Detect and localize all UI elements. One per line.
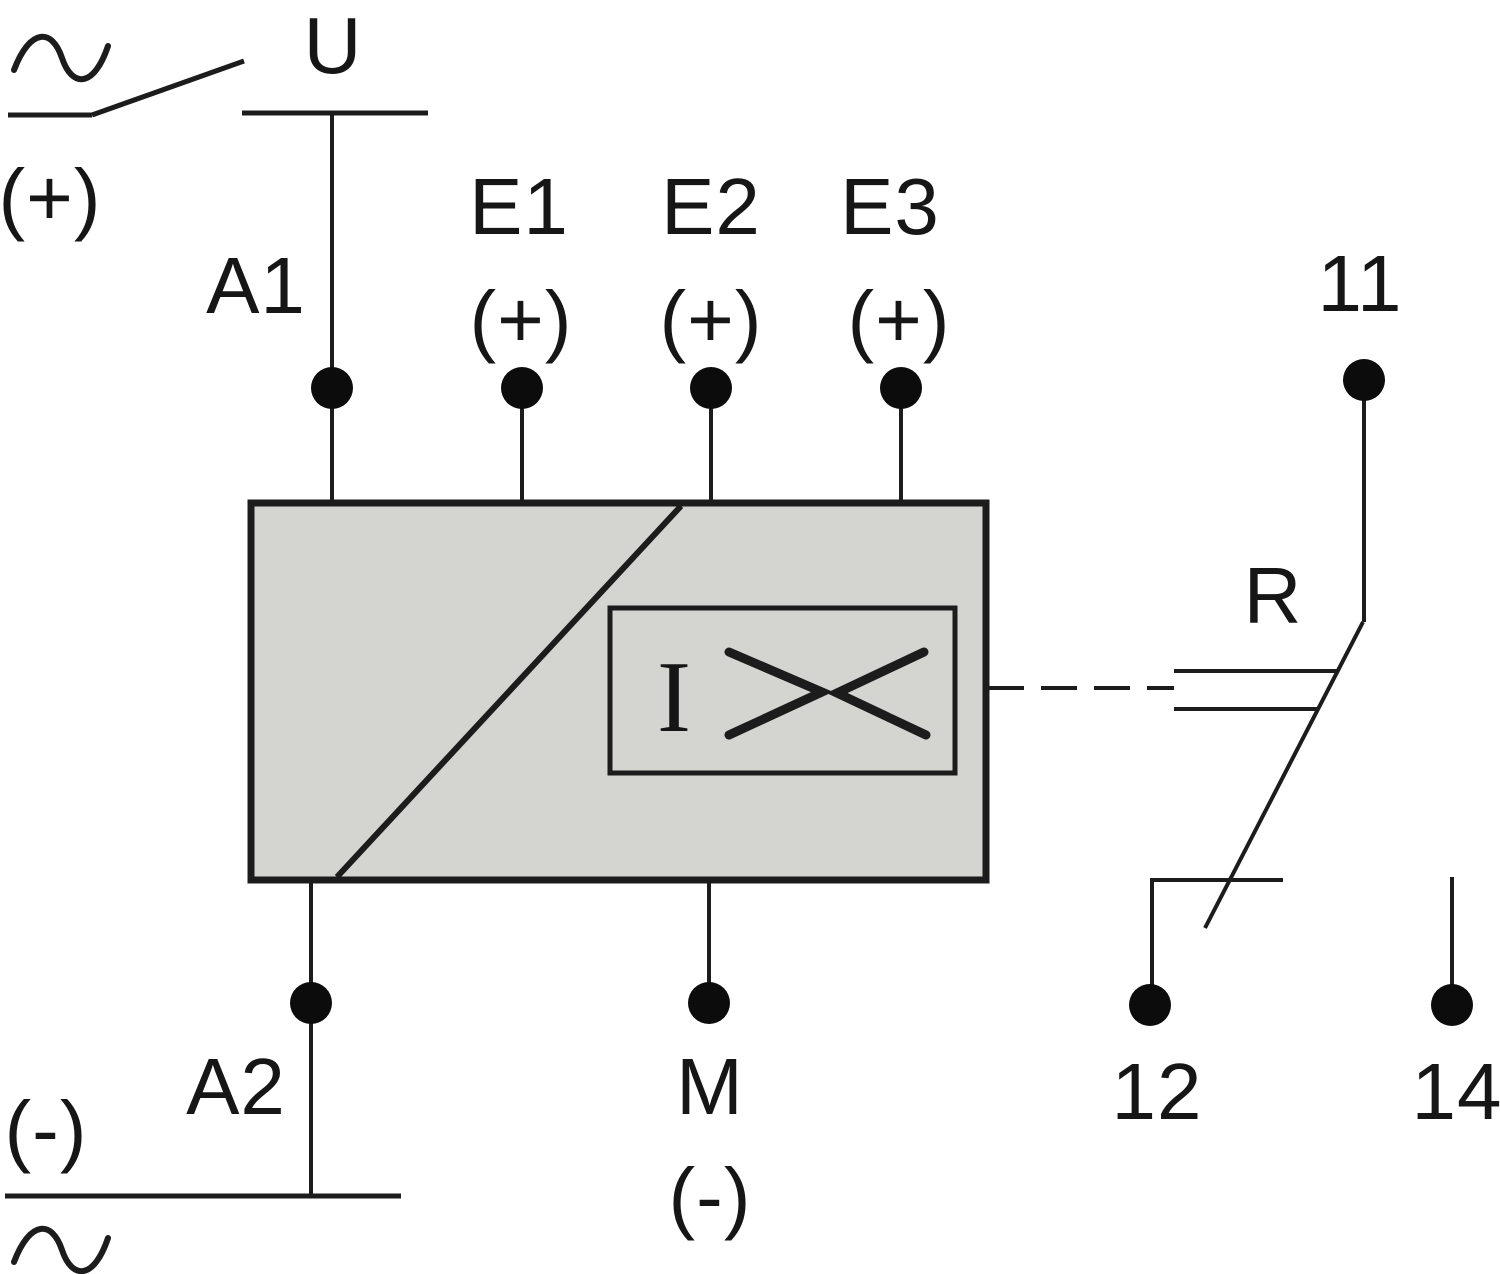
label-a2: A2 — [186, 1042, 286, 1131]
label-supply-negative: (-) — [4, 1085, 88, 1174]
greater-than-icon — [724, 647, 834, 740]
contact-12-terminal — [1129, 984, 1171, 1026]
ac-sine-icon-top — [11, 34, 111, 82]
label-a1: A1 — [206, 241, 306, 330]
label-supply-positive: (+) — [0, 153, 102, 242]
contact-11-terminal — [1343, 359, 1385, 401]
label-contact-11: 11 — [1317, 239, 1403, 328]
contact-moving-arm — [1203, 621, 1365, 929]
contact-14-terminal — [1431, 984, 1473, 1026]
device-diagonal-divider — [334, 503, 684, 880]
switch-blade — [91, 58, 245, 118]
a1-terminal — [311, 367, 353, 409]
label-relay-r: R — [1243, 551, 1303, 640]
less-than-icon — [826, 647, 931, 740]
label-current-symbol: I — [657, 641, 691, 754]
contact-12-wire — [1150, 878, 1283, 1005]
label-contact-12: 12 — [1111, 1047, 1203, 1136]
e2-terminal — [690, 367, 732, 409]
label-e1-polarity: (+) — [469, 275, 573, 364]
e3-terminal — [880, 367, 922, 409]
label-e2-polarity: (+) — [659, 275, 763, 364]
m-terminal — [688, 982, 730, 1024]
label-contact-14: 14 — [1411, 1047, 1500, 1136]
label-e1: E1 — [469, 162, 569, 251]
label-u: U — [303, 1, 363, 90]
label-m: M — [676, 1042, 744, 1131]
e1-terminal — [501, 367, 543, 409]
ac-sine-icon-bottom — [11, 1226, 111, 1274]
function-block-box — [607, 605, 958, 776]
label-e3: E3 — [840, 162, 940, 251]
label-e2: E2 — [661, 162, 761, 251]
label-m-polarity: (-) — [668, 1152, 752, 1241]
label-e3-polarity: (+) — [847, 275, 951, 364]
a2-terminal — [290, 982, 332, 1024]
